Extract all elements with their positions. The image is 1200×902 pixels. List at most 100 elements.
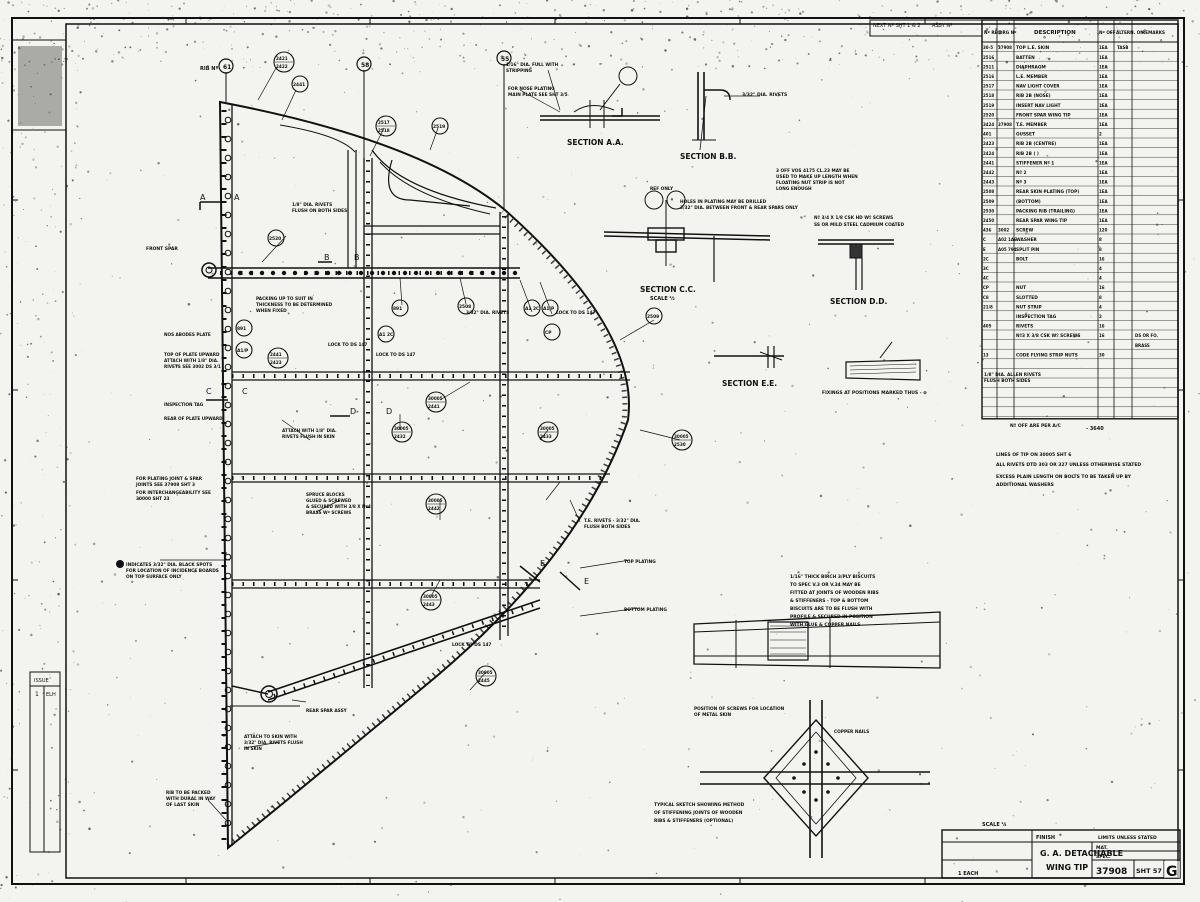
speckle xyxy=(1171,9,1173,10)
parts-cell: A05 794 xyxy=(998,247,1017,252)
speckle xyxy=(652,364,655,366)
speckle xyxy=(21,133,23,135)
speckle xyxy=(623,697,626,699)
speckle xyxy=(106,179,108,181)
speckle xyxy=(961,424,964,427)
speckle xyxy=(1012,814,1015,817)
speckle xyxy=(365,482,369,485)
speckle xyxy=(148,480,150,482)
speckle xyxy=(178,7,181,10)
speckle xyxy=(117,51,121,54)
parts-cell: 3002 xyxy=(998,228,1009,233)
speckle xyxy=(241,140,244,143)
speckle xyxy=(392,0,395,3)
speckle xyxy=(209,442,211,444)
speckle xyxy=(68,504,71,507)
speckle xyxy=(461,255,464,258)
speckle xyxy=(26,355,30,359)
speckle xyxy=(56,820,59,823)
speckle xyxy=(659,2,660,4)
speckle xyxy=(109,172,112,175)
rib-61-label: 61 xyxy=(223,64,231,71)
speckle xyxy=(906,406,909,408)
speckle xyxy=(644,0,646,3)
speckle xyxy=(602,9,606,12)
parts-cell: 8 xyxy=(1099,237,1102,242)
speckle xyxy=(1103,554,1106,557)
speckle xyxy=(53,289,54,290)
copper-nail xyxy=(814,750,818,754)
speckle xyxy=(1055,822,1057,824)
speckle xyxy=(546,747,549,749)
speckle xyxy=(102,32,105,35)
section-bb-title: SECTION B.B. xyxy=(680,152,736,161)
indicates-note-1: INDICATES 3/32" DIA. BLACK SPOTS xyxy=(126,562,212,568)
speckle xyxy=(890,9,893,12)
speckle xyxy=(13,505,15,506)
speckle xyxy=(403,48,405,49)
speckle xyxy=(466,830,469,833)
speckle xyxy=(989,26,991,28)
speckle xyxy=(264,5,267,8)
speckle xyxy=(495,461,498,464)
parts-cell: 21/8 xyxy=(983,304,993,309)
speckle xyxy=(441,420,444,423)
speckle xyxy=(1180,711,1183,715)
root-rivet xyxy=(224,667,232,675)
te-rivets-note-2: FLUSH BOTH SIDES xyxy=(584,524,630,530)
speckle xyxy=(74,101,78,105)
speckle xyxy=(511,51,513,54)
callout-bubble xyxy=(523,299,541,317)
speckle xyxy=(971,53,974,56)
speckle xyxy=(415,3,417,6)
speckle xyxy=(340,887,342,888)
spar-rivet xyxy=(270,270,276,276)
parts-cell: 2442 xyxy=(983,170,994,175)
speckle xyxy=(406,608,409,611)
speckle xyxy=(310,0,313,2)
speckle xyxy=(464,724,468,728)
speckle xyxy=(50,371,51,373)
speckle xyxy=(353,265,356,267)
speckle xyxy=(706,648,709,651)
speckle xyxy=(1067,20,1071,23)
speckle xyxy=(167,18,170,21)
speckle xyxy=(440,38,443,41)
spar-rivet xyxy=(281,270,287,276)
speckle xyxy=(633,8,635,10)
speckle xyxy=(881,5,883,7)
parts-cell: 13 xyxy=(983,352,989,357)
speckle xyxy=(236,122,240,126)
speckle xyxy=(557,393,560,396)
speckle xyxy=(1097,245,1101,248)
speckle xyxy=(570,0,574,2)
speckle xyxy=(32,158,35,161)
speckle xyxy=(111,2,113,5)
speckle xyxy=(886,813,887,815)
callout-text: A1/P xyxy=(237,348,249,354)
speckle xyxy=(866,505,870,508)
parts-cell: INSERT NAV LIGHT xyxy=(1016,103,1061,109)
speckle xyxy=(2,147,5,149)
parts-header-cell: Nº REQ xyxy=(984,30,1001,35)
speckle xyxy=(984,30,987,32)
speckle xyxy=(303,108,305,111)
speckle xyxy=(359,3,362,6)
speckle xyxy=(479,24,481,26)
speckle xyxy=(941,747,943,750)
speckle xyxy=(687,747,691,751)
speckle xyxy=(55,708,58,711)
speckle xyxy=(537,62,540,65)
speckle xyxy=(69,222,72,226)
speckle xyxy=(176,494,178,496)
speckle xyxy=(430,19,432,21)
speckle xyxy=(634,386,636,388)
parts-cell: 1EA xyxy=(1099,151,1109,156)
speckle xyxy=(827,367,829,370)
section-a-mark-2: A xyxy=(234,193,240,202)
speckle xyxy=(182,579,184,580)
speckle xyxy=(467,744,470,746)
speckle xyxy=(1159,3,1161,5)
speckle xyxy=(462,56,465,59)
speckle xyxy=(59,230,62,233)
